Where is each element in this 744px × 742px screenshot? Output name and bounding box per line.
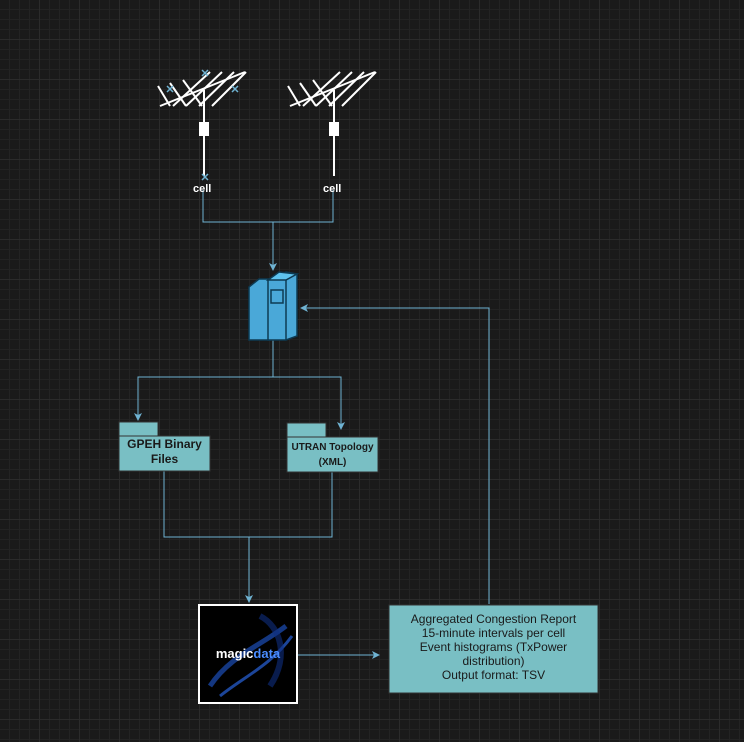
logo-prefix: magic xyxy=(215,646,254,661)
report-line: Aggregated Congestion Report xyxy=(410,612,577,626)
gpeh-label: GPEH Binary Files xyxy=(127,437,202,466)
cell-label-2: cell xyxy=(323,183,342,195)
yagi-antenna-icon[interactable] xyxy=(287,71,377,176)
edge-cell2-to-server xyxy=(273,190,334,223)
report-line: Output format: TSV xyxy=(441,668,546,682)
edge-server-to-gpeh xyxy=(134,340,274,421)
edge-cell1-to-server xyxy=(202,190,273,223)
swirl-graphic xyxy=(207,613,294,698)
edge-report-to-server xyxy=(300,304,490,604)
connector-edges xyxy=(134,190,490,659)
utran-label: UTRAN Topology (XML) xyxy=(291,442,374,468)
yagi-antenna-icon[interactable] xyxy=(157,69,247,181)
edge-gpeh-to-processor xyxy=(163,471,249,538)
congestion-report-text: Aggregated Congestion Report 15-minute i… xyxy=(390,612,597,682)
server-icon[interactable] xyxy=(248,271,300,341)
cell-label-1: cell xyxy=(193,183,212,195)
congestion-report-node[interactable] xyxy=(388,604,599,694)
logo-suffix: data xyxy=(253,646,281,661)
magicdata-processor-node[interactable]: magicdata xyxy=(198,604,298,704)
report-line: 15-minute intervals per cell xyxy=(421,626,566,640)
edge-utran-to-processor xyxy=(249,472,333,538)
report-line: Event histograms (TxPower xyxy=(419,640,568,654)
edge-server-to-utran xyxy=(273,376,345,430)
utran-topology-node[interactable] xyxy=(286,422,379,473)
report-line: distribution) xyxy=(462,654,525,668)
gpeh-binary-files-node[interactable] xyxy=(118,421,211,472)
magicdata-logo: magicdata xyxy=(200,646,296,661)
